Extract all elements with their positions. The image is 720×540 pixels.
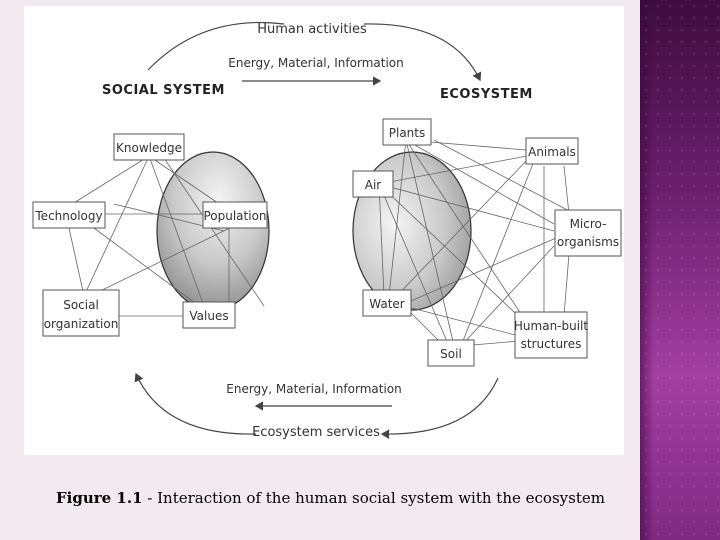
social-system-heading: SOCIAL SYSTEM — [102, 83, 225, 98]
ecosystem-services-arc-left — [134, 372, 257, 435]
svg-text:Animals: Animals — [528, 145, 576, 159]
node-plants: Plants — [382, 118, 432, 146]
node-social-organization: Social organization — [42, 289, 120, 337]
svg-text:Water: Water — [369, 297, 405, 311]
svg-text:Technology: Technology — [34, 209, 102, 223]
node-micro-organisms: Micro- organisms — [554, 209, 622, 257]
caption-label: Figure 1.1 — [56, 489, 143, 507]
svg-text:organization: organization — [44, 317, 119, 331]
human-activities-arc — [147, 21, 285, 71]
bottom-flow-sub-label: Energy, Material, Information — [226, 382, 401, 396]
svg-text:organisms: organisms — [557, 235, 619, 249]
node-soil: Soil — [427, 339, 475, 367]
svg-text:Human-built: Human-built — [514, 319, 588, 333]
node-human-built-structures: Human-built structures — [514, 311, 588, 359]
eco-links — [378, 139, 580, 347]
figure-caption: Figure 1.1 - Interaction of the human so… — [56, 489, 636, 507]
svg-text:Population: Population — [203, 209, 266, 223]
ecosystem-services-label: Ecosystem services — [252, 425, 380, 440]
svg-text:Air: Air — [365, 178, 382, 192]
ecosystem-services-arc-right — [380, 377, 499, 439]
svg-text:Soil: Soil — [440, 347, 462, 361]
node-knowledge: Knowledge — [113, 133, 185, 161]
node-water: Water — [362, 289, 412, 317]
node-technology: Technology — [32, 201, 106, 229]
svg-text:Plants: Plants — [389, 126, 426, 140]
node-animals: Animals — [525, 137, 579, 165]
top-flow-sub-label: Energy, Material, Information — [228, 56, 403, 70]
node-population: Population — [202, 201, 268, 229]
ecosystem-heading: ECOSYSTEM — [440, 87, 533, 102]
figure-image: Human activities Energy, Material, Infor… — [24, 6, 624, 455]
ecosystem-diagram: Human activities Energy, Material, Infor… — [32, 21, 622, 440]
decorative-side-panel — [640, 0, 720, 540]
human-activities-arc-right — [363, 23, 482, 82]
caption-text: - Interaction of the human social system… — [142, 489, 605, 507]
svg-text:Micro-: Micro- — [570, 217, 607, 231]
node-air: Air — [352, 170, 394, 198]
svg-text:Knowledge: Knowledge — [116, 141, 182, 155]
svg-text:Social: Social — [63, 298, 99, 312]
node-values: Values — [182, 301, 236, 329]
svg-text:Values: Values — [189, 309, 228, 323]
svg-text:structures: structures — [521, 337, 582, 351]
human-activities-label: Human activities — [257, 22, 367, 37]
